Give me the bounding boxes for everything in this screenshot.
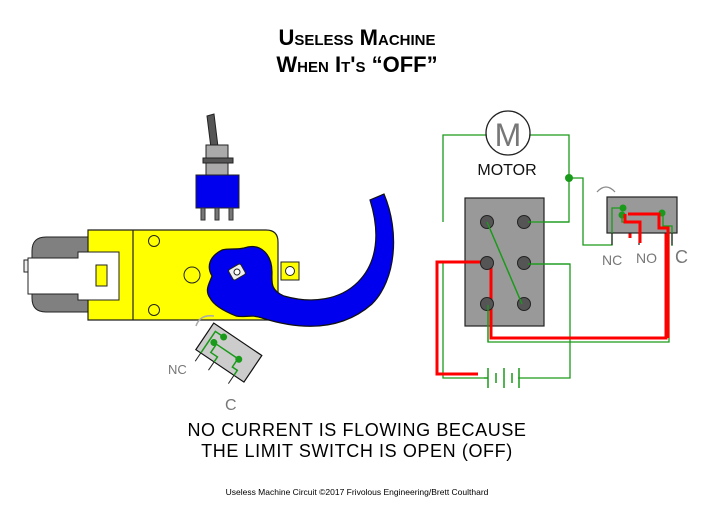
label-no-right: NO [636, 250, 657, 266]
title-text-2: When It's “OFF” [276, 52, 438, 77]
wire-motor-left [442, 134, 486, 222]
title-text-1: Useless Machine [278, 25, 436, 50]
title-line-1: Useless Machine [0, 25, 714, 51]
terminal [480, 297, 494, 311]
motor-symbol [485, 110, 531, 156]
battery-symbol [484, 368, 520, 388]
title-line-2: When It's “OFF” [0, 52, 714, 78]
terminal [517, 256, 531, 270]
wire-to-nc [569, 177, 613, 246]
label-nc-right: NC [602, 252, 622, 268]
label-c-right: C [675, 247, 688, 267]
limit-switch-left [194, 314, 263, 384]
caption-line-2: THE LIMIT SWITCH IS OPEN (OFF) [201, 441, 513, 461]
toggle-switch [195, 113, 240, 221]
limit-lever [596, 186, 616, 193]
motor-label: MOTOR [477, 162, 536, 179]
label-nc-left: NC [168, 362, 187, 377]
junction-dot [565, 174, 573, 182]
schematic: M MOTOR [435, 110, 688, 388]
arm [206, 193, 395, 327]
caption-line-1: NO CURRENT IS FLOWING BECAUSE [187, 420, 527, 440]
terminal [480, 256, 494, 270]
label-c-left: C [225, 397, 237, 414]
footer-credit: Useless Machine Circuit ©2017 Frivolous … [225, 487, 489, 497]
motor-symbol-letter: M [495, 117, 522, 153]
